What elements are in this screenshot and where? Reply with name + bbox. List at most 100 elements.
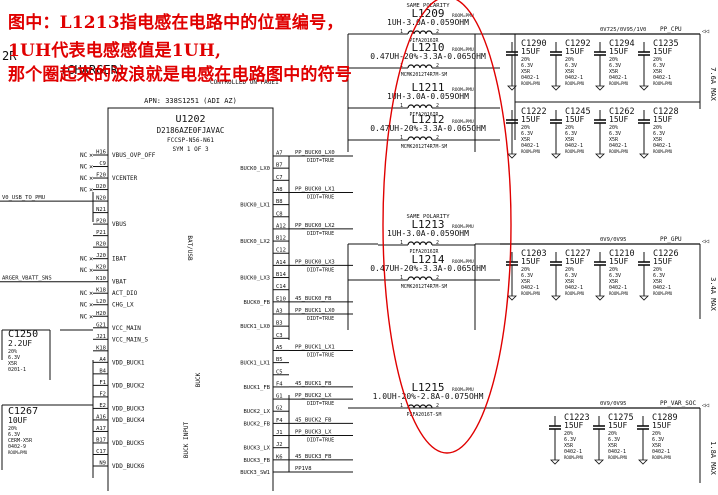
cap-tolerance-text: 20% <box>565 125 574 131</box>
left-pin-nc: NC <box>80 290 88 297</box>
cap-ground-symbol <box>639 153 649 159</box>
cap-pkg-text: 0402-9 <box>8 444 26 450</box>
left-pin-nc: NC <box>80 187 88 194</box>
cap-voltage-text: 6.3V <box>8 355 20 361</box>
cap-tolerance-text: 20% <box>564 431 573 437</box>
cap-ref-text: C1292 <box>565 39 591 49</box>
left-pin-name: VDD_BUCK6 <box>112 463 145 470</box>
inductor-pin-num: 2 <box>436 103 439 109</box>
cap-pkg-text: 0402-1 <box>565 285 583 291</box>
cap-value-text: 15UF <box>609 47 628 56</box>
cap-pkg-text: 0402-1 <box>653 285 671 291</box>
right-pin-number: F4 <box>276 381 283 387</box>
cap-tolerance-text: 20% <box>521 125 530 131</box>
left-pin-number: K20 <box>96 265 106 271</box>
left-pin-number: C17 <box>96 449 106 455</box>
right-pin-number: B5 <box>276 357 283 363</box>
left-pin-number: P21 <box>96 230 106 236</box>
left-pin-number: F2 <box>99 391 106 397</box>
right-pin-name: BUCK0_LX0 <box>240 166 270 172</box>
didt-note: DIDT=TRUE <box>307 231 334 237</box>
cap-value-text: 15UF <box>564 421 583 430</box>
cap-ref-text: C1262 <box>609 107 635 117</box>
rail-offpage-arrow: ◁◁ <box>702 28 710 35</box>
cap-voltage-text: 6.3V <box>652 437 664 443</box>
cap-type-text: X5R <box>565 69 575 75</box>
cap-tolerance-text: 20% <box>653 57 662 63</box>
cap-room-text: ROOM=PMU <box>564 455 584 460</box>
cap-tolerance-text: 20% <box>609 267 618 273</box>
cap-voltage-text: 6.3V <box>565 273 577 279</box>
left-pin-number: N9 <box>99 461 106 467</box>
ic-package-text: FCCSP-N56-N61 <box>167 137 214 144</box>
cap-room-text: ROOM=PMU <box>521 81 541 86</box>
left-pin-nc: NC <box>80 175 88 182</box>
cap-type-text: X5R <box>653 69 663 75</box>
cap-value-text: 15UF <box>521 257 540 266</box>
cap-tolerance-text: 20% <box>521 267 530 273</box>
left-pin-number: G21 <box>96 322 106 328</box>
cap-voltage-text: 6.3V <box>565 63 577 69</box>
cap-tolerance-text: 20% <box>565 267 574 273</box>
cap-ref-text: C1223 <box>564 413 590 423</box>
cap-room-text: ROOM=PMU <box>565 81 585 86</box>
left-pin-number: B17 <box>96 437 106 443</box>
left-net-label: ARGER_VBATT_SNS <box>2 276 52 282</box>
cap-type-text: X5R <box>652 443 662 449</box>
right-pin-name: BUCK0_LX1 <box>240 203 270 209</box>
cap-pkg-text: 0402-1 <box>521 285 539 291</box>
didt-note: DIDT=TRUE <box>307 352 334 358</box>
inductor-package-text: PIFA2016IR <box>410 38 439 44</box>
inductor-coil-symbol <box>407 104 433 109</box>
inductor-pin-num: 2 <box>436 135 439 141</box>
cap-ground-symbol <box>507 295 517 301</box>
left-pin-number: L20 <box>96 299 106 305</box>
rail-pp-text: PP_CPU <box>660 26 682 33</box>
cap-value-text: 15UF <box>565 257 584 266</box>
cap-room-text: ROOM=PMU <box>609 149 629 154</box>
left-pin-name: VCENTER <box>112 175 138 182</box>
cap-ref-text: C1203 <box>521 249 547 259</box>
cap-ground-symbol <box>507 153 517 159</box>
ic-side-buckinput-text: BUCK INPUT <box>183 422 190 459</box>
nc-cross-mark: × <box>89 175 93 183</box>
right-pin-number: J1 <box>276 430 283 436</box>
right-pin-number: A5 <box>276 345 283 351</box>
cap-ref-text: C1228 <box>653 107 679 117</box>
cap-tolerance-text: 20% <box>8 426 17 432</box>
cap-room-text: ROOM=PMU <box>8 450 28 455</box>
didt-note: DIDT=TRUE <box>307 438 334 444</box>
right-pin-number: E10 <box>276 296 286 302</box>
rail-current-text: 1.8A MAX <box>709 441 717 476</box>
right-pin-number: C3 <box>276 333 283 339</box>
cap-type-text: X5R <box>564 443 574 449</box>
left-pin-name: VDD_BUCK5 <box>112 440 145 447</box>
left-pin-number: A4 <box>99 357 106 363</box>
inductor-pin-num: 2 <box>436 403 439 409</box>
right-pin-name: BUCK0_LX2 <box>240 239 270 245</box>
inductor-polarity-text: SAME POLARITY <box>406 214 450 220</box>
cap-value-text: 2.2UF <box>8 339 32 348</box>
left-pin-number: C9 <box>99 161 106 167</box>
cap-type-text: X5R <box>653 137 663 143</box>
didt-note: DIDT=TRUE <box>307 158 334 164</box>
left-pin-number: F20 <box>96 173 106 179</box>
left-pin-number: N20 <box>96 196 106 202</box>
cap-pkg-text: 0402-1 <box>521 75 539 81</box>
right-pin-number: B14 <box>276 272 287 278</box>
annotation-line-1: 图中：L1213指电感在电路中的位置编号， <box>8 13 344 33</box>
right-pin-name: BUCK0_FB <box>244 300 271 306</box>
ic-part-text: D2186AZE0FJAVAC <box>157 126 225 135</box>
cap-voltage-text: 6.3V <box>653 131 665 137</box>
left-pin-nc: NC <box>80 267 88 274</box>
inductor-ref-text: L1215 <box>411 381 444 394</box>
right-net-label: PP_BUCK0_LX3 <box>295 259 335 265</box>
cap-type-text: X5R <box>521 69 531 75</box>
cap-value-text: 15UF <box>521 47 540 56</box>
inductor-package-text: MCMK2012T4R7M-SM <box>401 72 447 78</box>
cap-room-text: ROOM=PMU <box>565 291 585 296</box>
ic-side-buck-text: BUCK <box>195 372 202 387</box>
